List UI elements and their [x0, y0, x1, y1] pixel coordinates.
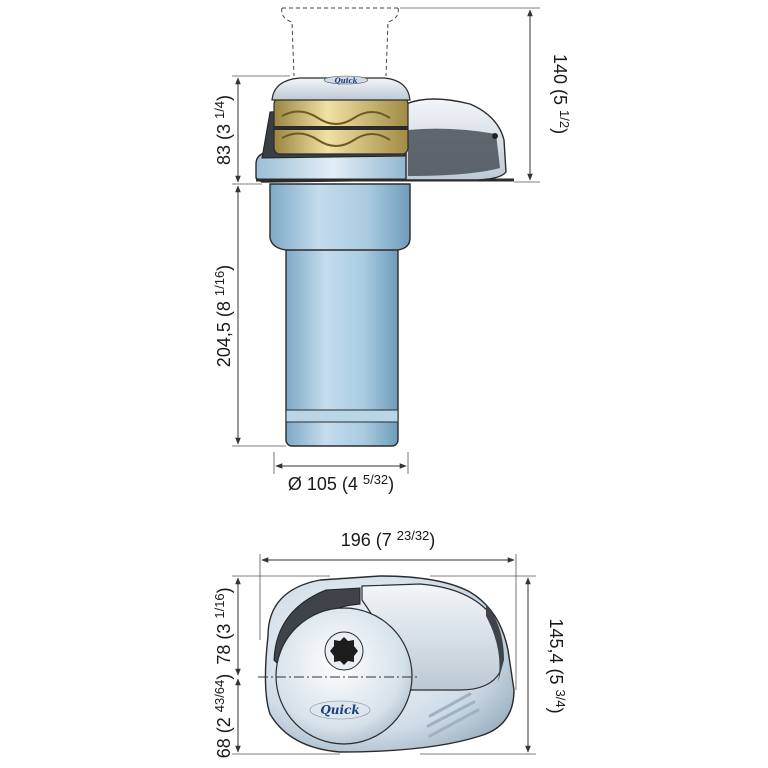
side-view: Quick 140 (5 1/2) 83 (3 1/4) 204,5 (8 1/…: [212, 7, 572, 494]
dim-140-label: 140 (5 1/2): [550, 54, 572, 134]
top-logo-plate: [323, 75, 369, 85]
deck-pipe-ring: [285, 409, 399, 423]
cover-side-dark: [408, 128, 500, 176]
dim-68-label: 68 (2 43/64): [212, 674, 234, 759]
dim-78-label: 78 (3 1/16): [212, 587, 234, 664]
cover-screw-icon: [492, 133, 498, 139]
dim-83-label: 83 (3 1/4): [212, 95, 234, 165]
plan-view: Quick 196 (7 23/32) 145,4 (5 3/4) 78 (3 …: [212, 528, 568, 758]
gypsy-teeth: [281, 110, 391, 147]
plan-cover-edge-dark: [486, 604, 504, 682]
plan-gypsy-disc: [275, 607, 413, 745]
gypsy-dashed-outline: [281, 7, 399, 77]
plan-logo: Quick: [309, 700, 371, 720]
dim-diameter-label: Ø 105 (4 5/32): [288, 472, 394, 494]
dim-204-label: 204,5 (8 1/16): [212, 265, 234, 367]
plan-logo-text: Quick: [320, 703, 359, 717]
plan-grip-ridges: [426, 692, 480, 738]
top-logo-text: Quick: [335, 76, 358, 85]
dim-196-label: 196 (7 23/32): [341, 528, 436, 550]
dim-145-label: 145,4 (5 3/4): [546, 618, 568, 713]
gypsy-band: [274, 126, 408, 130]
gypsy-top-cap: [271, 77, 411, 101]
spline-socket-icon: [324, 631, 364, 671]
deck-pipe-upper: [269, 183, 411, 251]
